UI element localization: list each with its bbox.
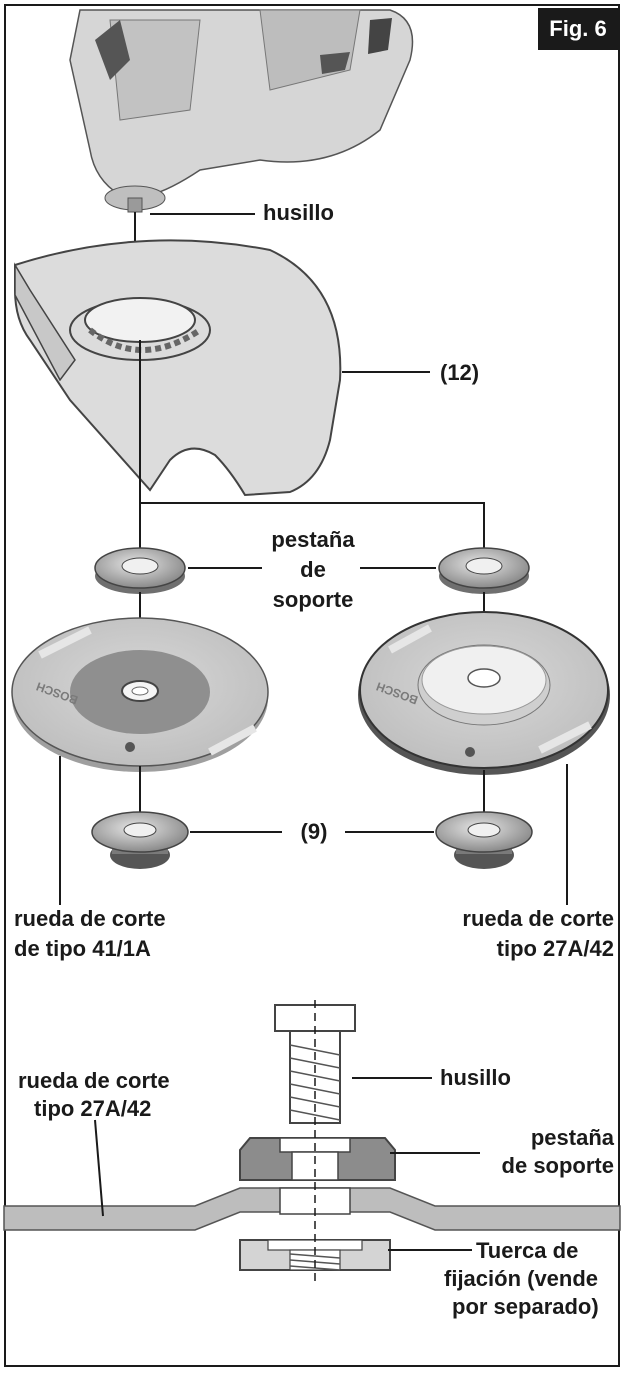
label-section-flange-line2: de soporte xyxy=(440,1151,614,1181)
label-section-wheel-line1: rueda de corte xyxy=(18,1066,170,1096)
label-flange-line3: soporte xyxy=(260,585,366,615)
label-wheel-left-line1: rueda de corte xyxy=(14,904,166,934)
label-section-nut-line1: Tuerca de xyxy=(476,1236,578,1266)
label-section-nut-line3: por separado) xyxy=(452,1292,599,1322)
label-section-flange-line1: pestaña xyxy=(440,1123,614,1153)
flange-right xyxy=(439,548,529,594)
label-spindle-top: husillo xyxy=(263,198,334,228)
label-flange-line1: pestaña xyxy=(260,525,366,555)
label-section-nut-line2: fijación (vende xyxy=(444,1264,598,1294)
label-guard: (12) xyxy=(440,358,479,388)
guard-12 xyxy=(15,240,340,495)
label-flange-line2: de xyxy=(260,555,366,585)
nut-left xyxy=(92,812,188,869)
flange-left xyxy=(95,548,185,594)
label-wheel-right-line2: tipo 27A/42 xyxy=(400,934,614,964)
label-wheel-right-line1: rueda de corte xyxy=(400,904,614,934)
label-nut: (9) xyxy=(282,817,346,847)
label-wheel-left-line2: de tipo 41/1A xyxy=(14,934,151,964)
grinder-tool xyxy=(70,10,413,212)
figure-number: Fig. 6 xyxy=(538,8,618,50)
label-section-wheel-line2: tipo 27A/42 xyxy=(34,1094,151,1124)
leader-section-wheel xyxy=(95,1120,103,1216)
nut-right xyxy=(436,812,532,869)
cutting-wheel-type-27: BOSCH xyxy=(358,612,610,775)
cutting-wheel-type-41: BOSCH xyxy=(12,618,268,772)
label-section-spindle: husillo xyxy=(440,1063,511,1093)
